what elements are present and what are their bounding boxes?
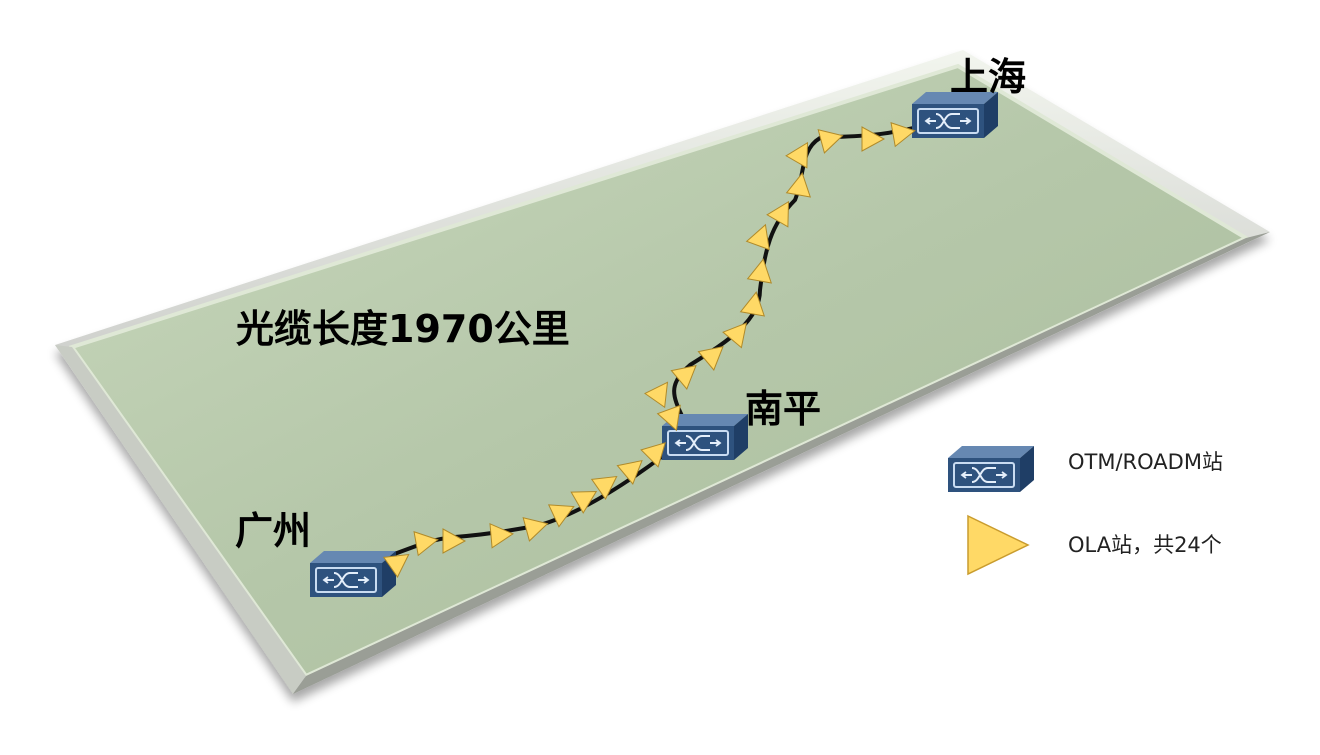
legend-ola-label: OLA站，共24个	[1068, 533, 1222, 557]
legend-otm-roadm-icon	[947, 445, 1035, 493]
legend-ola-icon	[967, 514, 1030, 576]
ola-station-icon	[382, 553, 410, 578]
city-label-shanghai: 上海	[950, 55, 1027, 99]
ola-station-icon	[766, 200, 790, 228]
ola-station-icon	[644, 381, 669, 409]
ola-station-icon	[489, 523, 514, 549]
ola-station-icon	[785, 172, 811, 198]
ola-station-icon	[413, 531, 439, 557]
ola-station-icon	[746, 258, 772, 284]
ola-station-icon	[590, 475, 618, 500]
ola-station-icon	[722, 322, 748, 349]
ola-station-icon	[785, 141, 809, 169]
ola-station-icon	[670, 364, 697, 390]
ola-station-icon	[656, 404, 681, 432]
city-label-guangzhou: 广州	[235, 509, 312, 553]
ola-station-icon	[442, 528, 467, 554]
ola-station-icon	[861, 126, 886, 152]
ola-station-group	[382, 122, 916, 578]
ola-station-icon	[616, 459, 643, 485]
ola-station-icon	[640, 442, 666, 468]
ola-station-icon	[522, 517, 549, 542]
ola-station-icon	[817, 129, 844, 154]
ola-station-icon	[570, 490, 598, 514]
legend	[947, 445, 1035, 576]
ola-station-icon	[739, 291, 765, 317]
otm-station-guangzhou	[309, 550, 397, 598]
cable-length-label: 光缆长度1970公里	[236, 307, 570, 351]
map-board	[55, 50, 1270, 694]
ola-station-icon	[697, 345, 724, 371]
ola-station-icon	[745, 223, 770, 251]
fiber-cable-path	[358, 116, 952, 567]
legend-otm-roadm-label: OTM/ROADM站	[1068, 450, 1223, 474]
city-label-nanping: 南平	[745, 387, 822, 431]
ola-station-icon	[547, 504, 575, 528]
ola-station-icon	[890, 122, 916, 148]
